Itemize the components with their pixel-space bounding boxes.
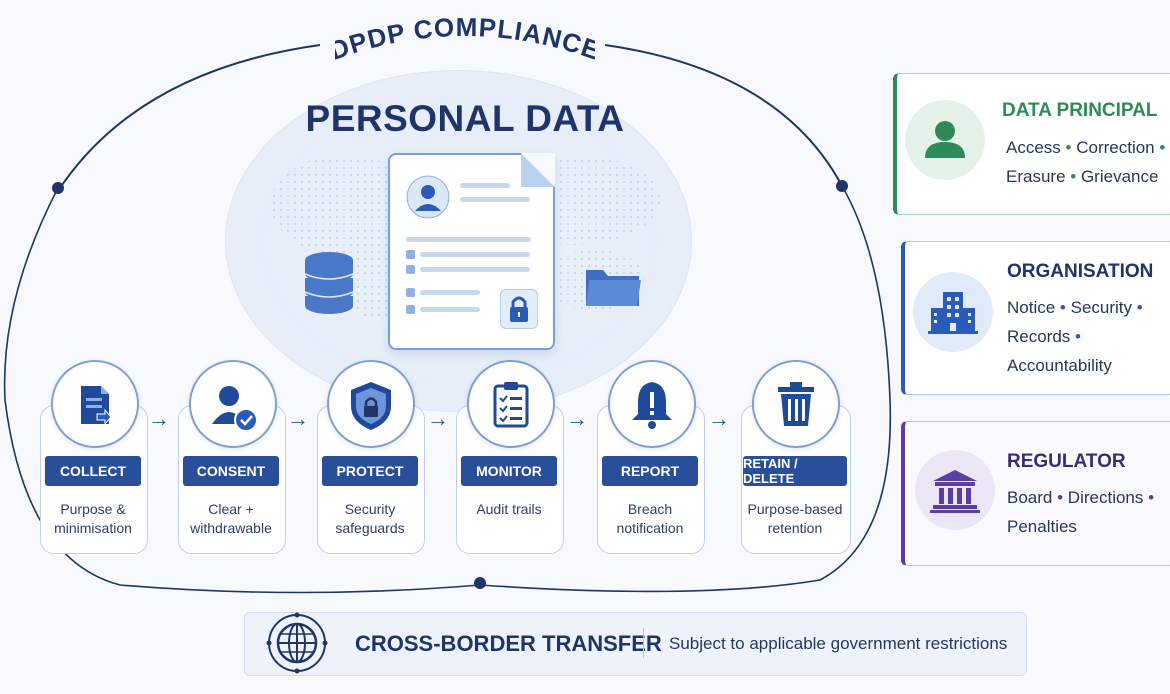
step-circle-protect <box>327 360 415 448</box>
step-label-collect: COLLECT <box>45 456 141 486</box>
office-building-icon <box>928 292 978 334</box>
step-desc-consent: Clear +withdrawable <box>190 501 272 536</box>
step-circle-consent <box>189 360 277 448</box>
alarm-bell-icon <box>632 382 672 429</box>
user-check-icon <box>212 386 258 432</box>
step-label-monitor: MONITOR <box>461 456 557 486</box>
step-label-retain-delete: RETAIN / DELETE <box>743 456 847 486</box>
step-circle-monitor <box>467 360 555 448</box>
clipboard-checklist-icon <box>493 382 529 428</box>
role-title-regulator: REGULATOR <box>1007 451 1126 472</box>
arc-node-bottom <box>474 577 486 589</box>
step-label-protect: PROTECT <box>322 456 418 486</box>
shield-lock-icon <box>351 382 391 430</box>
role-duties-organisation: Notice • Security • Records • Accountabi… <box>1007 298 1143 375</box>
step-label-report: REPORT <box>602 456 698 486</box>
role-title-organisation: ORGANISATION <box>1007 261 1154 282</box>
flow-arrow-icon: → <box>148 406 170 431</box>
trash-icon <box>778 382 814 426</box>
role-powers-regulator: Board • Directions • Penalties <box>1007 488 1155 536</box>
page-fold-icon <box>521 153 555 187</box>
government-building-icon <box>930 470 980 513</box>
cross-border-title: CROSS-BORDER TRANSFER <box>355 631 662 656</box>
personal-data-title: PERSONAL DATA <box>305 98 625 139</box>
arc-node-right <box>836 180 848 192</box>
personal-data-document <box>388 153 555 350</box>
page-title: DPDP COMPLIANCE <box>335 14 595 64</box>
step-circle-retain-delete <box>752 360 840 448</box>
role-circle-data-principal <box>905 100 985 180</box>
step-desc-collect: Purpose &minimisation <box>54 501 132 536</box>
divider <box>643 628 644 658</box>
role-title-data-principal: DATA PRINCIPAL <box>1002 100 1158 121</box>
arc-node-left <box>52 182 64 194</box>
role-circle-organisation <box>913 272 993 352</box>
lock-icon <box>510 296 528 322</box>
flow-arrow-icon: → <box>708 406 730 431</box>
svg-text:DPDP COMPLIANCE: DPDP COMPLIANCE <box>335 14 595 64</box>
document-icon <box>81 386 112 426</box>
step-desc-monitor: Audit trails <box>476 501 542 517</box>
cross-border-text: Subject to applicable government restric… <box>669 634 1008 653</box>
step-label-consent: CONSENT <box>183 456 279 486</box>
role-circle-regulator <box>915 450 995 530</box>
folder-icon <box>586 270 641 306</box>
globe-icon <box>266 612 328 674</box>
database-icon <box>304 252 354 314</box>
profile-avatar-icon <box>406 175 450 219</box>
cross-border-banner <box>244 612 1027 676</box>
flow-arrow-icon: → <box>427 406 449 431</box>
lock-badge <box>500 289 538 329</box>
person-icon <box>925 121 965 158</box>
flow-arrow-icon: → <box>566 406 588 431</box>
step-circle-collect <box>51 360 139 448</box>
flow-arrow-icon: → <box>287 406 309 431</box>
role-rights-data-principal: Access • Correction • Erasure • Grievanc… <box>1006 138 1166 186</box>
step-circle-report <box>608 360 696 448</box>
